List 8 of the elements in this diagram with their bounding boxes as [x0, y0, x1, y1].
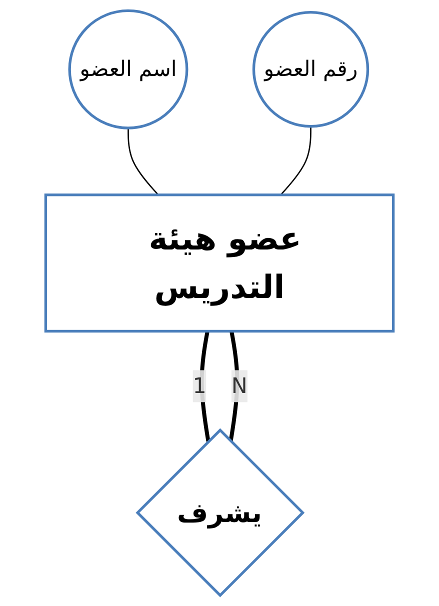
edge-label: N — [231, 372, 248, 398]
node-circle: رقم العضو — [252, 11, 370, 128]
node-diamond: يشرف — [136, 428, 305, 598]
edge-label: 1 — [192, 372, 206, 398]
node-circle: اسم العضو — [68, 9, 188, 130]
node-box: عضو هيئة التدريس — [44, 194, 395, 333]
connector — [128, 128, 159, 196]
connector — [280, 126, 312, 196]
